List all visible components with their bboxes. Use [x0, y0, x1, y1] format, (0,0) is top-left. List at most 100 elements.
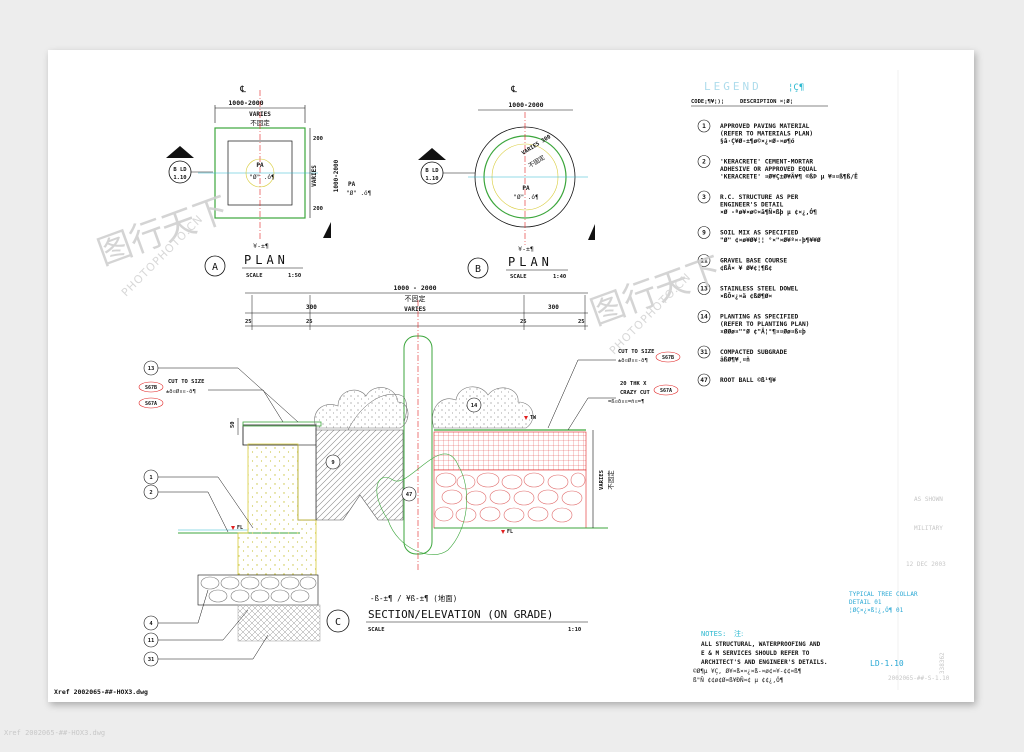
watermark-right: 图行天下 PHOTOPHOTO.CN [585, 249, 726, 357]
plan-a-pa: PA [256, 162, 264, 169]
section-dim-300-left: 300 [306, 304, 317, 311]
legend-item-code: 47 [700, 377, 708, 384]
legend-item-line: ¢ßÅ¤ ¥ Ø¥¢¦¶ß¢ [720, 263, 772, 272]
section-dim-25-d: 25 [578, 319, 585, 325]
title-block-line-2: DETAIL 01 [849, 599, 882, 606]
notes: NOTES: 注: ALL STRUCTURAL, WATERPROOFING … [693, 629, 827, 684]
title-block-sheet-no: LD-1.10 [870, 659, 904, 668]
plan-a-pa-sub: "Ø" .ó¶ [249, 174, 275, 181]
plan-b-caption: PLAN [508, 255, 553, 269]
section-bubble: C [335, 617, 341, 628]
legend-item-line: ROOT BALL ©ß¹¶¥ [720, 377, 776, 384]
legend-item-code-circle [697, 190, 711, 204]
legend-item-code-circle [697, 373, 711, 387]
section-dim-25-a: 25 [245, 319, 252, 325]
plan-a-varies-side: VARIES [311, 165, 318, 187]
legend-item: 11 GRAVEL BASE COURSE¢ßÅ¤ ¥ Ø¥¢¦¶ß¢ [697, 254, 787, 272]
notes-line-5: ß"Ñ ¢¢ø¢Ø¤ß¥ÐÑ¤¢ µ ¢¢¿,Ó¶ [693, 677, 784, 684]
plan-b: ℄ 1000-2000 VARIES 300 不固定 PA "Ø" .ó¶ B … [418, 85, 595, 280]
title-block-sheet-code: 2002065-##-S-1.10 [888, 675, 950, 682]
plan-a-caption-prefix: ¥-±¶ [253, 242, 269, 250]
notes-title-cn: 注: [734, 629, 743, 638]
callout-11: 11 [148, 638, 155, 644]
crazy-cut-sub: =ß¤ð¤¤=ñ¤=¶ [608, 399, 644, 405]
section-varies-side: VARIES [599, 470, 605, 490]
plan-a-centerline-mark: ℄ [239, 85, 246, 95]
plan-a-section-tag-bottom: 1.10 [173, 175, 186, 181]
title-block-ref: MILITARY [914, 525, 943, 532]
plan-b-section-tag-top: B LD [425, 168, 439, 174]
legend-item-code-circle [697, 119, 711, 133]
plan-b-bubble: B [475, 264, 481, 275]
crazy-cut: 20 THK X [620, 381, 647, 387]
cut-to-size-right: CUT TO SIZE [618, 349, 654, 355]
callout-47: 47 [406, 492, 413, 498]
callout-2: 2 [149, 490, 152, 496]
cad-drawing: ℄ 1000-2000 VARIES 不固定 PA "Ø" .ó¶ 200 20… [54, 70, 950, 696]
plan-a-bubble: A [212, 262, 218, 273]
section-scale-value: 1:10 [568, 627, 581, 633]
title-block-date: 12 DEC 2003 [906, 561, 946, 568]
legend-item: 47 ROOT BALL ©ß¹¶¥ [697, 373, 776, 387]
plan-b-cn-varies: 不固定 [527, 153, 547, 169]
legend-col-code: CODE¡¶¥¦)¦ [691, 99, 724, 105]
legend-item-line: STAINLESS STEEL DOWEL [720, 286, 799, 293]
section-cn-varies-side: 不固定 [606, 470, 615, 490]
plan-a-cn-varies: 不固定 [250, 118, 270, 127]
section-dim-25-b: 25 [306, 319, 313, 325]
legend-title: LEGEND [704, 80, 762, 93]
legend-item-line: SOIL MIX AS SPECIFIED [720, 230, 799, 237]
plan-a-dim-side: 1000-2000 [333, 159, 340, 192]
plan-b-pa-sub: "Ø" .ó¶ [513, 194, 539, 201]
plan-b-section-tag-bottom: 1.10 [425, 176, 438, 182]
legend-item-line: ¤Ø -ªø¥¤ø©¤ã¶Ñ¤ßþ µ ¢¤¿,Ó¶ [720, 207, 817, 216]
plan-a-caption: PLAN [244, 253, 289, 267]
xref-label: Xref 2002065-##-HOX3.dwg [54, 688, 148, 696]
title-block-line-1: TYPICAL TREE COLLAR [849, 591, 918, 598]
cut-to-size-left-sub: ±ð¤Ø¤¤-ð¶ [166, 388, 196, 395]
legend-item-line: GRAVEL BASE COURSE [720, 258, 787, 265]
section-title-cn: -ß-±¶ / ¥ß-±¶ (地面) [370, 593, 457, 603]
section-dim-50: 50 [230, 421, 236, 428]
plan-b-scale-value: 1:40 [553, 274, 566, 280]
callout-13: 13 [148, 366, 155, 372]
callout-14: 14 [471, 403, 478, 409]
tag-s67b-left: S67B [145, 385, 157, 391]
legend-item-line: "Ø" ¢¤ø¥Ø¥¦¦ °¤"¤Ø¥º¤-þ¶¥¥Ø [720, 236, 821, 244]
legend-item-code: 11 [700, 258, 708, 265]
notes-line-3: ARCHITECT'S AND ENGINEER'S DETAILS. [701, 659, 827, 666]
legend-item-line: ENGINEER'S DETAIL [720, 202, 784, 209]
notes-title: NOTES: [701, 630, 726, 638]
legend-item-code: 31 [700, 349, 708, 356]
section-cn-varies: 不固定 [405, 294, 426, 303]
section-scale-label: SCALE [368, 627, 385, 633]
plan-a-pa-right-sub: "Ø" .ó¶ [346, 190, 372, 197]
legend-item-code-circle [697, 254, 711, 267]
title-block-as-shown: AS SHOWN [914, 496, 943, 503]
legend-item-code: 3 [702, 194, 706, 201]
section-callouts-left: 13 1 2 4 11 31 [143, 360, 159, 667]
legend-item-line: R.C. STRUCTURE AS PER [720, 194, 799, 201]
section-title: SECTION/ELEVATION (ON GRADE) [368, 608, 553, 621]
legend-item-line: ãßØ¶¥¸¤ñ [720, 356, 750, 364]
cut-to-size-left: CUT TO SIZE [168, 379, 204, 385]
legend-item-line: ¤ßÔ¤¿¤ä ¢ßØ¶Ø¤ [720, 291, 772, 300]
plan-b-scale-label: SCALE [510, 274, 527, 280]
plan-a-scale-value: 1:50 [288, 273, 301, 279]
legend-item-code-circle [697, 226, 711, 239]
cut-to-size-right-sub: ±ð¤Ø¤¤-ð¶ [618, 357, 648, 364]
notes-line-2: E & M SERVICES SHOULD REFER TO [701, 650, 810, 657]
plan-b-dim-top: 1000-2000 [508, 101, 543, 109]
plan-a: ℄ 1000-2000 VARIES 不固定 PA "Ø" .ó¶ 200 20… [166, 85, 372, 279]
level-fl-right: FL [507, 529, 513, 535]
legend-item-code: 2 [702, 159, 706, 166]
legend-item-code-circle [697, 310, 711, 323]
notes-line-1: ALL STRUCTURAL, WATERPROOFING AND [701, 641, 821, 648]
legend-item-line: APPROVED PAVING MATERIAL [720, 123, 810, 130]
legend-item-line: ADHESIVE OR APPROVED EQUAL [720, 166, 817, 173]
legend-item-line: (REFER TO PLANTING PLAN) [720, 321, 809, 328]
